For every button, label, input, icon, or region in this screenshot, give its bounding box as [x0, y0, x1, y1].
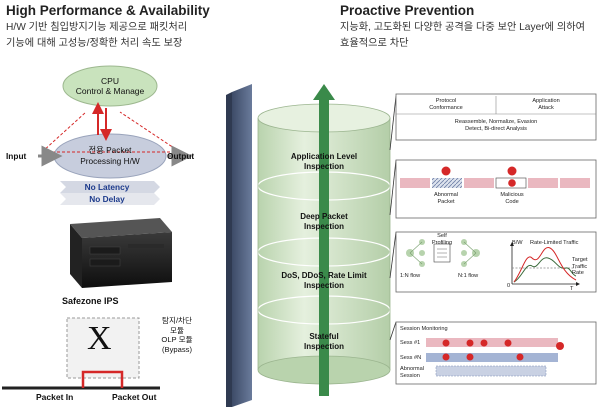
p1-protocol-line1: Protocol	[435, 98, 457, 104]
p4-abnormal-line2: Session	[400, 372, 420, 379]
layer-dpi-line2: Inspection	[303, 222, 344, 231]
bypass-box	[66, 317, 140, 379]
cpu-node-line1: CPU	[101, 76, 119, 86]
firewall-wall	[232, 84, 252, 407]
layer-stateful-line1: Stateful	[309, 332, 339, 341]
p3-zero: 0	[507, 283, 511, 289]
product-name: Safezone IPS	[62, 296, 119, 306]
packet-out-label: Packet Out	[112, 392, 157, 402]
p4-sessn: Sess #N	[400, 355, 422, 361]
p3-self-line2: Profiling	[431, 239, 453, 246]
p3-self-line1: Self	[437, 233, 447, 239]
bypass-line1: 탐지/차단	[161, 316, 193, 325]
layer-dos-line2: Inspection	[303, 281, 344, 290]
cpu-node-line2: Control & Manage	[75, 86, 145, 96]
bug-icon-3	[508, 179, 516, 187]
p3-bw-label: B/W	[512, 240, 523, 246]
layer-stateful-line2: Inspection	[303, 342, 344, 351]
p3-n-one-flow: N:1 flow	[458, 273, 479, 279]
p3-rate-limited: Rate-Limited Traffic	[530, 240, 579, 246]
hw-node: 전용 Packet Processing H/W	[54, 145, 166, 167]
bypass-module-label: 탐지/차단 모듈 OLP 모듈 (Bypass)	[145, 316, 209, 354]
p1-protocol: Protocol Conformance	[400, 98, 492, 111]
hw-node-line1: 전용 Packet	[88, 145, 132, 155]
no-latency-arrow	[60, 181, 160, 193]
no-latency-label: No Latency	[84, 182, 130, 192]
no-delay-label: No Delay	[89, 194, 125, 204]
p1-application-line2: Attack	[538, 104, 554, 111]
attack-curve	[513, 247, 577, 283]
p2-malicious-line2: Code	[505, 198, 519, 205]
layer-app-line1: Application Level	[290, 152, 358, 161]
p2-malicious: Malicious Code	[494, 192, 530, 205]
p2-malicious-line1: Malicious	[500, 192, 524, 198]
flow-arrow	[313, 84, 335, 396]
layer-deep-packet: Deep Packet Inspection	[264, 212, 384, 232]
p3-target-rate: Target Traffic Rate	[572, 257, 588, 277]
layer-dos-line1: DoS, DDoS, Rate Limit	[281, 271, 367, 280]
layer-stateful: Stateful Inspection	[264, 332, 384, 352]
hw-node-line2: Processing H/W	[80, 156, 140, 166]
input-label: Input	[6, 151, 27, 161]
p1-application: Application Attack	[500, 98, 592, 111]
panel-dos	[395, 231, 597, 293]
p4-title: Session Monitoring	[400, 326, 448, 332]
p1-bottom-line1: Reassemble, Normalize, Evasion	[454, 119, 538, 125]
p4-sess1: Sess #1	[400, 340, 421, 346]
bypass-symbol: X	[87, 320, 112, 357]
p1-application-line1: Application	[532, 98, 560, 104]
layer-dos: DoS, DDoS, Rate Limit Inspection	[258, 271, 390, 291]
p4-abnormal-line1: Abnormal	[400, 366, 424, 372]
packet-in-label: Packet In	[36, 392, 74, 402]
server-image	[70, 218, 172, 288]
p3-target-line2: Traffic	[572, 263, 588, 270]
layer-dpi-line1: Deep Packet	[300, 212, 348, 221]
p2-abnormal-line1: Abnormal	[434, 192, 458, 198]
p3-self-profiling: Self Profiling	[430, 233, 454, 246]
right-subtitle-line1: 지능화, 고도화된 다양한 공격을 다중 보안 Layer에 의하여	[340, 22, 585, 33]
bypass-path	[81, 370, 124, 388]
layer-app-level: Application Level Inspection	[264, 152, 384, 172]
p2-abnormal: Abnormal Packet	[428, 192, 464, 205]
p1-bottom-line2: Detect, Bi-direct Analysis	[465, 125, 527, 132]
left-diagram-graphics	[2, 65, 193, 390]
p3-t: T	[570, 286, 574, 292]
p3-one-n-flow: 1:N flow	[400, 273, 421, 279]
p1-bottom: Reassemble, Normalize, Evasion Detect, B…	[400, 119, 592, 132]
bug-icon-2	[507, 166, 517, 176]
p3-target-line3: Rate	[572, 270, 584, 276]
output-label: Output	[167, 151, 195, 161]
cpu-node-shape	[62, 65, 158, 107]
p4-abnormal-session: Abnormal Session	[400, 366, 424, 379]
left-subtitle-line1: H/W 기반 침입방지기능 제공으로 패킷처리	[6, 22, 188, 33]
right-title: Proactive Prevention	[340, 3, 475, 18]
cpu-node: CPU Control & Manage	[63, 76, 157, 96]
layer-app-line2: Inspection	[303, 162, 344, 171]
p3-target-line1: Target	[572, 257, 588, 263]
panel-deep-packet	[395, 159, 597, 219]
p1-protocol-line2: Conformance	[429, 104, 463, 111]
p2-abnormal-line2: Packet	[437, 198, 455, 205]
bug-icon-1	[441, 166, 451, 176]
bypass-line2: 모듈	[170, 325, 184, 335]
left-subtitle-line2: 기능에 대해 고성능/정확한 처리 속도 보장	[6, 38, 183, 49]
left-title: High Performance & Availability	[6, 3, 210, 18]
bypass-line3: OLP 모듈	[161, 335, 193, 344]
bypass-line4: (Bypass)	[162, 344, 192, 354]
traffic-curve	[513, 257, 577, 283]
stateful-bug-icon	[556, 342, 564, 350]
right-subtitle-line2: 효율적으로 차단	[340, 38, 409, 49]
